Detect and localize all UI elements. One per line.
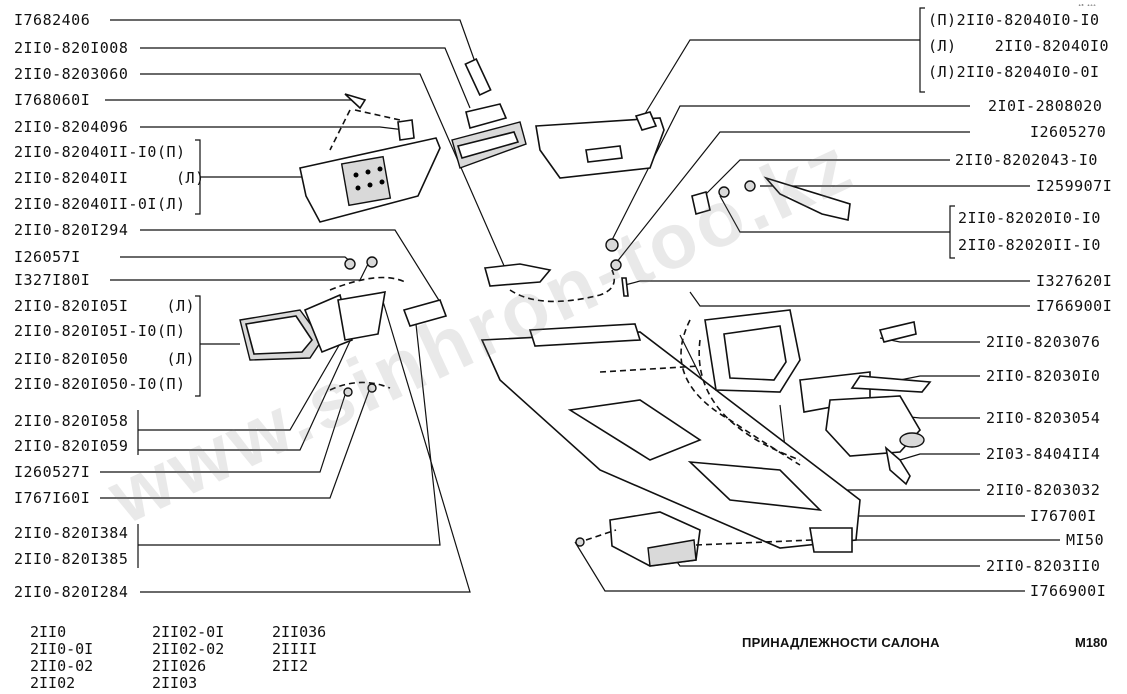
model-col-2-4: 2II03 <box>152 674 198 692</box>
exterior-mirror <box>239 256 448 397</box>
label-right-12: 2II0-8203076 <box>986 333 1101 351</box>
label-left-5: 2II0-8204096 <box>14 118 129 136</box>
label-right-9: 2II0-82020II-I0 <box>958 236 1101 254</box>
diagram-title: ПРИНАДЛЕЖНОСТИ САЛОНА <box>742 635 940 650</box>
model-col-2-3: 2II026 <box>152 657 207 675</box>
label-left-13: 2II0-820I05I-I0(П) <box>14 322 186 340</box>
label-right-17: I76700I <box>1030 507 1097 525</box>
label-left-18: I260527I <box>14 463 91 481</box>
sunvisor-left <box>299 93 441 223</box>
label-right-8: 2II0-82020I0-I0 <box>958 209 1101 227</box>
label-right-7: I259907I <box>1036 177 1113 195</box>
label-left-20: 2II0-820I384 <box>14 524 129 542</box>
label-left-11: I327I80I <box>14 271 91 289</box>
label-left-12: 2II0-820I05I (Л) <box>14 297 196 315</box>
label-left-3: 2II0-8203060 <box>14 65 129 83</box>
model-col-1-2: 2II0-0I <box>30 640 94 658</box>
label-right-3: (Л)2II0-82040I0-0I <box>928 63 1100 81</box>
label-left-19: I767I60I <box>14 489 91 507</box>
label-right-1: (П)2II0-82040I0-I0 <box>928 11 1100 29</box>
label-right-11: I766900I <box>1036 297 1113 315</box>
bracket-right-handle <box>949 205 955 259</box>
label-right-14: 2II0-8203054 <box>986 409 1101 427</box>
model-col-1-3: 2II0-02 <box>30 657 94 675</box>
label-left-7: 2II0-82040II (Л) <box>14 169 205 187</box>
label-left-21: 2II0-820I385 <box>14 550 129 568</box>
model-col-1-1: 2II0 <box>30 623 67 641</box>
label-left-2: 2II0-820I008 <box>14 39 129 57</box>
label-left-15: 2II0-820I050-I0(П) <box>14 375 186 393</box>
label-left-14: 2II0-820I050 (Л) <box>14 350 196 368</box>
grab-handle <box>691 176 851 221</box>
page-code: M180 <box>1075 635 1108 650</box>
label-left-22: 2II0-820I284 <box>14 583 129 601</box>
model-col-3-3: 2II2 <box>272 657 309 675</box>
label-right-5: I2605270 <box>1030 123 1107 141</box>
model-col-3-1: 2II036 <box>272 623 327 641</box>
label-left-8: 2II0-82040II-0I(Л) <box>14 195 186 213</box>
console-frame <box>680 309 932 486</box>
label-right-13: 2II0-82030I0 <box>986 367 1101 385</box>
sunvisor-right <box>535 111 665 179</box>
leader-lines-left <box>100 19 506 593</box>
label-left-1: I7682406 <box>14 11 91 29</box>
bracket-right-visor <box>919 7 925 93</box>
bracket-left-mirror <box>195 295 201 397</box>
label-right-19: 2II0-8203II0 <box>986 557 1101 575</box>
rearview-mirror <box>451 57 527 169</box>
model-col-2-1: 2II02-0I <box>152 623 225 641</box>
label-left-4: I768060I <box>14 91 91 109</box>
label-right-16: 2II0-8203032 <box>986 481 1101 499</box>
model-col-3-2: 2IIII <box>272 640 318 658</box>
label-left-10: I26057I <box>14 248 81 266</box>
model-col-2-2: 2II02-02 <box>152 640 225 658</box>
corner-mark: ᵃ⁰ ᵉᵒᵒ <box>1078 4 1097 10</box>
label-right-18: MI50 <box>1066 531 1105 549</box>
label-left-9: 2II0-820I294 <box>14 221 129 239</box>
label-right-20: I766900I <box>1030 582 1107 600</box>
label-left-17: 2II0-820I059 <box>14 437 129 455</box>
model-col-1-4: 2II02 <box>30 674 76 692</box>
label-right-15: 2I03-8404II4 <box>986 445 1101 463</box>
roof-bracket <box>483 238 629 303</box>
label-left-16: 2II0-820I058 <box>14 412 129 430</box>
label-left-6: 2II0-82040II-I0(П) <box>14 143 186 161</box>
label-right-4: 2I0I-2808020 <box>988 97 1103 115</box>
label-right-2: (Л) 2II0-82040I0 <box>928 37 1110 55</box>
label-right-10: I327620I <box>1036 272 1113 290</box>
label-right-6: 2II0-8202043-I0 <box>955 151 1098 169</box>
center-console <box>480 323 861 553</box>
storage-box <box>575 511 813 567</box>
